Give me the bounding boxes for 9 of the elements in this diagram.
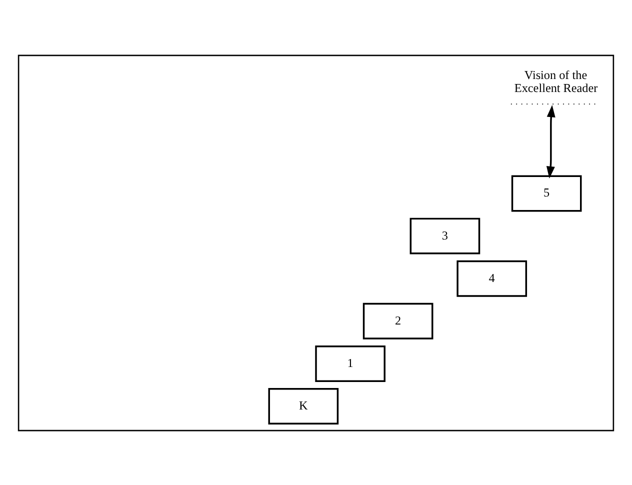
arrow xyxy=(546,104,556,178)
node-box: 2 xyxy=(362,302,434,339)
node-box: 4 xyxy=(456,260,528,296)
node-box: 1 xyxy=(315,344,386,382)
node-text: Vision of the Excellent Reader xyxy=(514,68,598,95)
node-box: 3 xyxy=(410,217,480,254)
cluster xyxy=(18,54,614,431)
node-box: K xyxy=(268,388,339,424)
node-box: 5 xyxy=(511,174,582,212)
